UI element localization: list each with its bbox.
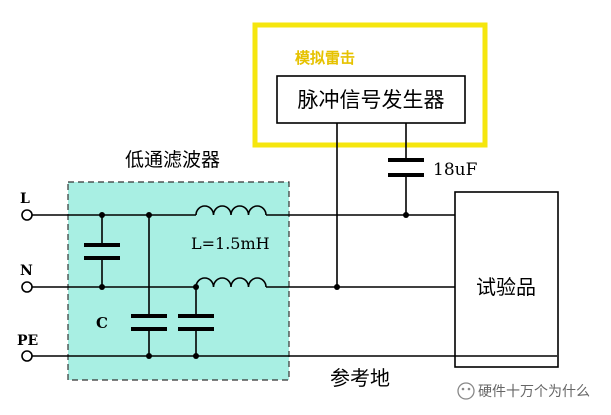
wires [32,123,557,357]
watermark-text: 硬件十万个为什么 [478,384,590,400]
dut-label: 试验品 [476,275,536,299]
reference-ground-label: 参考地 [330,366,390,390]
terminal-pe-circle [21,350,33,362]
terminal-l-label: L [20,191,30,207]
dut-box [454,191,559,368]
terminal-n-label: N [20,263,33,279]
wechat-icon [457,382,475,400]
inductance-label: L=1.5mH [191,234,270,253]
inductor-l [195,205,267,216]
watermark: 硬件十万个为什么 [457,382,590,400]
filter-title: 低通滤波器 [125,149,220,171]
terminals [21,209,33,362]
junction-dots [99,212,409,359]
terminal-l-circle [21,209,33,221]
terminal-pe-label: PE [17,333,38,349]
filter-region [67,181,290,381]
capacitor-plates [84,158,424,331]
pulse-generator-label: 脉冲信号发生器 [298,88,445,112]
terminal-n-circle [21,281,33,293]
coupling-cap-label: 18uF [433,160,478,180]
surge-simulation-box [252,22,488,148]
pulse-generator-box [276,75,466,124]
inductor-n [195,277,267,288]
surge-box-title: 模拟雷击 [295,49,355,67]
cap-label: C [96,314,108,332]
